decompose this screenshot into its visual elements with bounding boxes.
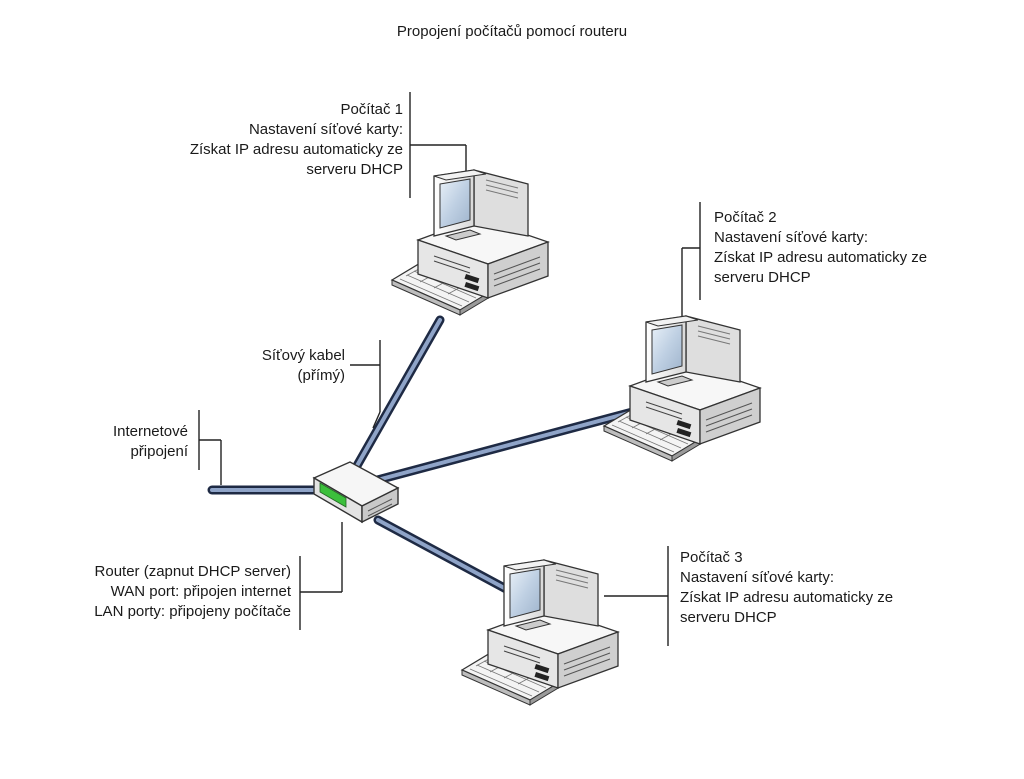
diagram-title: Propojení počítačů pomocí routeru [396,23,628,40]
computer-1-icon [391,169,549,316]
cable-label-line-1: Síťový kabel [261,347,345,364]
pc3-detail-2: serveru DHCP [680,609,777,626]
computer-2-icon [603,315,761,462]
pc2-label: Počítač 2 Nastavení síťové karty: Získat… [714,208,927,288]
internet-label: Internetové připojení [113,422,188,462]
router-label-line-3: LAN porty: připojeny počítače [94,603,291,620]
pc1-setting: Nastavení síťové karty: [248,121,403,138]
pc2-detail-1: Získat IP adresu automaticky ze [714,249,928,266]
pc3-name: Počítač 3 [680,549,743,566]
cable-lines [207,315,645,595]
cable-label-line-2: (přímý) [297,367,346,384]
pc1-detail-2: serveru DHCP [306,161,403,178]
cable-label: Síťový kabel (přímý) [262,346,345,386]
pc1-label: Počítač 1 Nastavení síťové karty: Získat… [190,100,403,180]
pc2-detail-2: serveru DHCP [714,269,811,286]
router-label-line-2: WAN port: připojen internet [110,583,291,600]
pc3-setting: Nastavení síťové karty: [680,569,835,586]
router-label-line-1: Router (zapnut DHCP server) [94,563,291,580]
pc2-setting: Nastavení síťové karty: [714,229,869,246]
pc3-detail-1: Získat IP adresu automaticky ze [680,589,894,606]
router-device [312,461,400,524]
pc2-name: Počítač 2 [714,209,777,226]
router-led-panel [319,482,347,508]
pc1-name: Počítač 1 [340,101,403,118]
internet-label-line-2: připojení [130,443,188,460]
pc3-label: Počítač 3 Nastavení síťové karty: Získat… [680,548,893,628]
internet-label-line-1: Internetové [112,423,188,440]
router-label: Router (zapnut DHCP server) WAN port: př… [94,562,291,622]
pc1-detail-1: Získat IP adresu automaticky ze [189,141,403,158]
